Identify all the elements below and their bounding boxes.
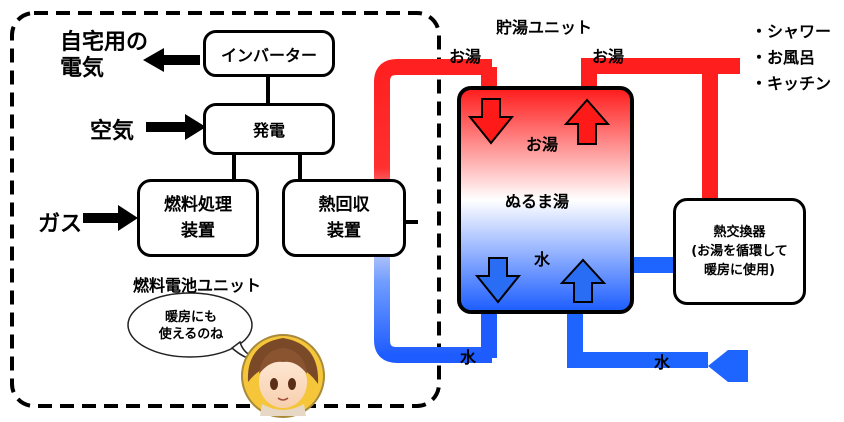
power-generation-box: 発電 xyxy=(203,103,335,155)
fuel-cell-unit-label: 燃料電池ユニット xyxy=(133,276,262,295)
heat-exchanger-label-3: 暖房に使用) xyxy=(704,263,775,278)
tank-arrow-down-hot xyxy=(467,98,515,145)
avatar xyxy=(241,334,325,418)
pipe-label-hot-left: お湯 xyxy=(449,47,482,66)
fuel-processor-label-2: 装置 xyxy=(181,221,215,241)
uses-list: ・シャワー ・お風呂 ・キッチン xyxy=(751,19,831,97)
pipe-label-water-inlet: 水 xyxy=(654,353,671,372)
speech-bubble-text: 暖房にも 使えるのね xyxy=(158,310,224,342)
heat-exchanger-label-2: (お湯を循環して xyxy=(691,244,788,259)
speech-bubble xyxy=(127,292,253,358)
use-item: ・お風呂 xyxy=(751,48,816,67)
fuel-processor-label-1: 燃料処理 xyxy=(164,195,232,215)
heat-exchanger-label-1: 熱交換器 xyxy=(713,225,766,240)
inverter-output-arrow xyxy=(143,48,200,72)
gas-label: ガス xyxy=(38,212,83,237)
storage-unit-label: 貯湯ユニット xyxy=(496,18,593,37)
air-label: 空気 xyxy=(90,119,135,144)
inverter-label: インバーター xyxy=(220,45,317,65)
inverter-box: インバーター xyxy=(203,30,335,77)
tank-label-water: 水 xyxy=(534,250,551,269)
home-electricity-label: 自宅用の 電気 xyxy=(60,30,149,81)
power-generation-label: 発電 xyxy=(252,121,285,140)
water-inlet-pipe xyxy=(567,312,708,368)
pipe-label-water-left: 水 xyxy=(460,348,477,367)
pipe-label-hot-right: お湯 xyxy=(592,47,625,66)
tank-arrow-down-cold xyxy=(474,257,522,304)
tank-arrow-up-cold xyxy=(559,258,607,303)
air-input-arrow xyxy=(146,114,206,140)
fuel-cell-unit-boundary xyxy=(10,11,441,408)
gas-input-arrow xyxy=(83,205,138,231)
use-item: ・シャワー xyxy=(751,22,832,41)
use-item: ・キッチン xyxy=(751,74,832,93)
heat-recovery-box: 熱回収 装置 xyxy=(282,179,406,257)
tank-label-lukewarm: ぬるま湯 xyxy=(505,192,570,211)
tank-label-hot: お湯 xyxy=(526,135,559,154)
heat-exchanger-box: 熱交換器 (お湯を循環して 暖房に使用) xyxy=(673,198,806,305)
tank-arrow-up-hot xyxy=(563,98,611,145)
heat-recovery-label-1: 熱回収 xyxy=(318,195,370,215)
heat-recovery-label-2: 装置 xyxy=(327,221,361,241)
fuel-processor-box: 燃料処理 装置 xyxy=(137,179,259,257)
